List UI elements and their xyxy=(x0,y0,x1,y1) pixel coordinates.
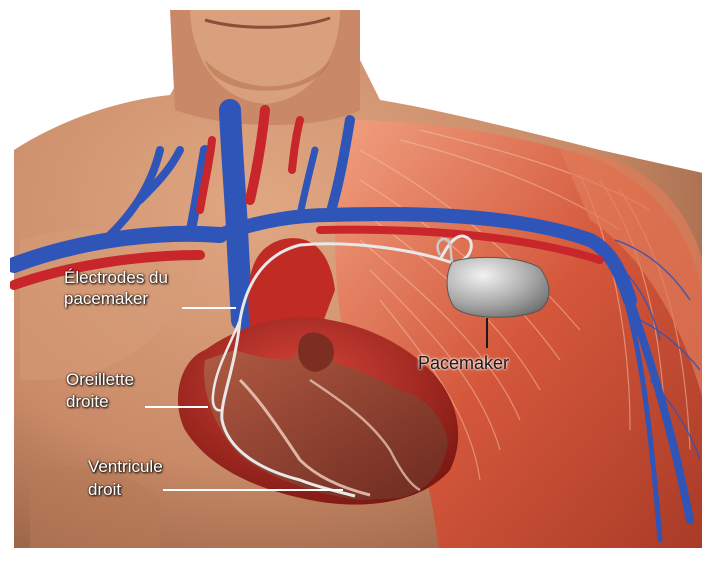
ventricle-label-line2: droit xyxy=(88,480,121,500)
electrodes-label-line2: pacemaker xyxy=(64,289,148,309)
electrodes-label-line1: Électrodes du xyxy=(64,268,168,288)
atrium-label-line1: Oreillette xyxy=(66,370,134,390)
ventricle-label-line1: Ventricule xyxy=(88,457,163,477)
pacemaker-label: Pacemaker xyxy=(418,353,509,373)
atrium-label-line2: droite xyxy=(66,392,109,412)
